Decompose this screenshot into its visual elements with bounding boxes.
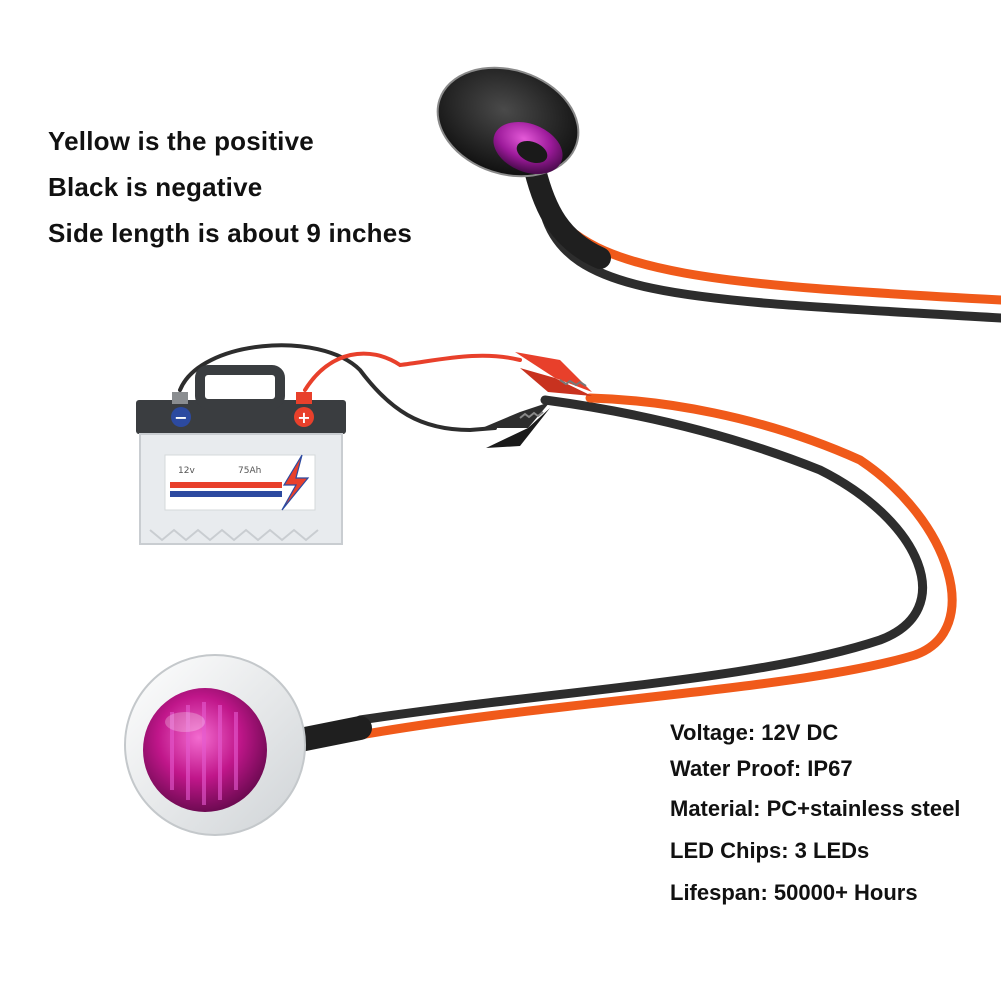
top-light-bezel xyxy=(437,67,579,177)
note-positive-wire: Yellow is the positive xyxy=(48,126,314,156)
red-alligator-clip xyxy=(515,352,592,396)
bottom-led-light xyxy=(124,654,306,836)
battery-stripe-blue xyxy=(170,491,282,497)
bottom-black-wire xyxy=(355,395,927,725)
spec-water-proof: Water Proof: IP67 xyxy=(670,756,853,781)
black-clip-teeth xyxy=(519,411,544,419)
negative-lead-wire xyxy=(178,343,497,433)
car-battery: − + 12v 75Ah xyxy=(136,365,346,545)
top-light-wires xyxy=(524,159,1001,323)
positive-lead-wire xyxy=(303,351,522,392)
top-black-wire xyxy=(540,210,1001,323)
battery-negative-post xyxy=(172,392,188,404)
note-side-length: Side length is about 9 inches xyxy=(48,218,413,248)
spec-material: Material: PC+stainless steel xyxy=(670,796,961,821)
top-light-bezel-rim xyxy=(436,66,580,178)
bottom-wire-sleeve xyxy=(288,716,372,752)
red-clip-jaw-bottom xyxy=(520,368,592,396)
black-clip-jaw-bottom xyxy=(486,408,550,448)
note-negative-wire: Black is negative xyxy=(48,172,263,202)
spec-led-chips: LED Chips: 3 LEDs xyxy=(670,838,870,863)
top-orange-wire xyxy=(543,200,1001,305)
lightning-bolt-icon xyxy=(281,454,310,511)
top-wire-sleeve xyxy=(524,159,611,269)
black-clip-jaw-top xyxy=(482,402,550,428)
black-alligator-clip xyxy=(482,402,550,448)
battery-positive-post xyxy=(296,392,312,404)
red-clip-teeth xyxy=(559,379,587,387)
top-light-lens-core xyxy=(516,140,548,164)
battery-handle xyxy=(195,365,285,409)
bottom-light-lens-highlight xyxy=(165,712,205,732)
bottom-light-lens-ridges xyxy=(170,702,238,805)
top-led-light xyxy=(436,66,580,178)
battery-negative-symbol: − xyxy=(174,408,187,427)
spec-voltage: Voltage: 12V DC xyxy=(670,720,839,745)
battery-capacity-label: 75Ah xyxy=(238,466,261,476)
bottom-orange-wire xyxy=(355,393,957,740)
battery-voltage-label: 12v xyxy=(178,466,195,476)
battery-positive-terminal xyxy=(294,407,314,427)
battery-top-cap xyxy=(136,400,346,434)
spec-lifespan: Lifespan: 50000+ Hours xyxy=(670,880,918,905)
battery-stripe-red xyxy=(170,482,282,488)
battery-leads xyxy=(178,343,522,433)
bottom-light-wires xyxy=(288,393,957,752)
battery-positive-symbol: + xyxy=(297,408,310,427)
battery-base-ribs xyxy=(149,528,319,542)
battery-negative-terminal xyxy=(171,407,191,427)
